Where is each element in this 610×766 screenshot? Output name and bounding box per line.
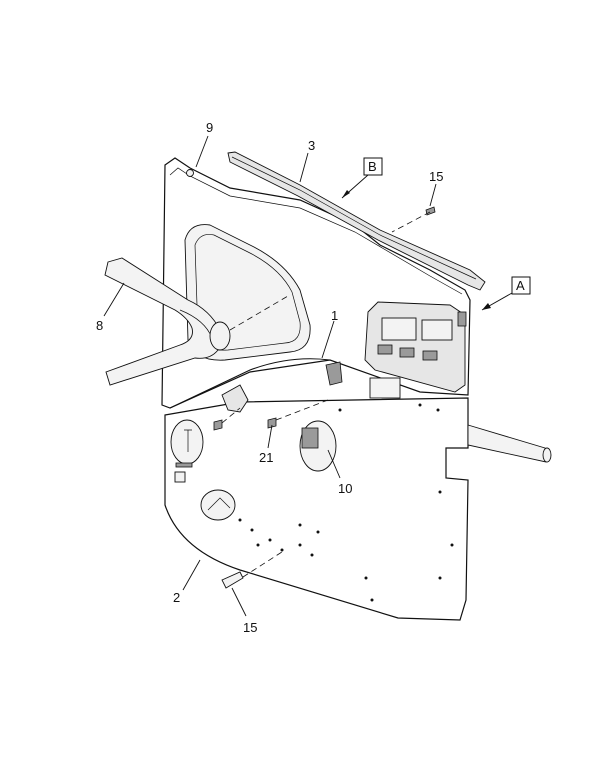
callout-15-upper: 15	[429, 169, 443, 184]
callout-1: 1	[331, 308, 338, 323]
screw-left	[213, 419, 223, 431]
callout-9: 9	[206, 120, 213, 135]
mounting-holes	[238, 403, 454, 602]
latch-bracket	[221, 384, 249, 413]
wiring-harness-1	[169, 358, 331, 409]
callout-B-box	[363, 157, 383, 176]
callout-8: 8	[96, 318, 103, 333]
callout-10: 10	[338, 481, 352, 496]
callout-A: A	[516, 278, 525, 293]
callout-15-lower: 15	[243, 620, 257, 635]
handle-pin	[467, 424, 550, 463]
grab-handle-8	[104, 257, 221, 386]
speaker-cutout-left	[170, 419, 204, 465]
callout-2: 2	[173, 590, 180, 605]
screw-21	[267, 417, 277, 429]
callout-3: 3	[308, 138, 315, 153]
callout-B: B	[368, 159, 377, 174]
bolt-15-lower	[221, 571, 244, 589]
lower-door-panel-2	[164, 397, 469, 621]
access-hole-lower	[200, 489, 236, 521]
callout-A-box	[511, 276, 531, 295]
harness-connector	[325, 361, 343, 386]
callout-21: 21	[259, 450, 273, 465]
rivet-9	[186, 169, 194, 177]
